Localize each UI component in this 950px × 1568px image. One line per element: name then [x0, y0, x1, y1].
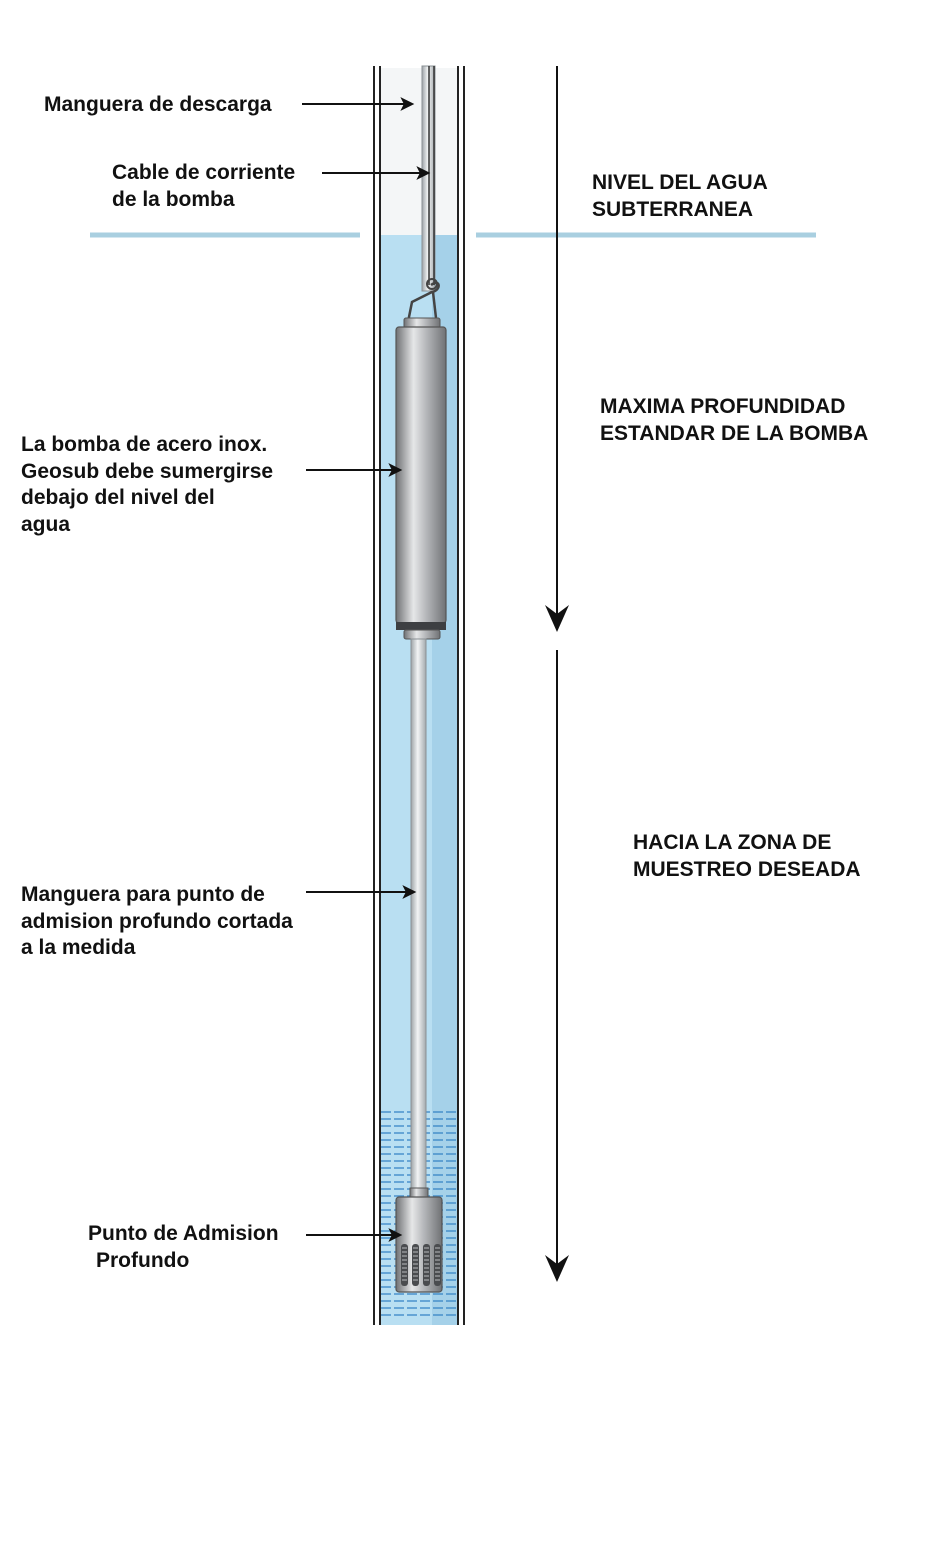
label-max-depth: MAXIMA PROFUNDIDAD ESTANDAR DE LA BOMBA — [600, 394, 868, 447]
label-line: a la medida — [21, 936, 136, 959]
label-line: de la bomba — [112, 187, 235, 211]
max-depth-arrow-head — [545, 605, 569, 632]
label-intake-hose: Manguera para punto de admision profundo… — [21, 882, 293, 962]
label-line: Manguera de descarga — [44, 93, 272, 116]
label-line: NIVEL DEL AGUA — [592, 171, 768, 194]
label-line: Profundo — [96, 1248, 190, 1272]
label-discharge-hose: Manguera de descarga — [44, 92, 272, 119]
label-pump: La bomba de acero inox. Geosub debe sume… — [21, 432, 273, 538]
pump-body — [395, 326, 447, 624]
sampling-zone-arrow-head — [545, 1255, 569, 1282]
label-line: debajo del nivel del — [21, 486, 215, 509]
cable-loop — [426, 278, 438, 290]
label-intake-point: Punto de Admision Profundo — [88, 1221, 279, 1274]
label-line: Cable de corriente — [112, 161, 296, 184]
cable-hanger — [406, 281, 440, 323]
label-line: admision profundo cortada — [21, 909, 293, 933]
label-line: Geosub debe sumergirse — [21, 459, 274, 483]
label-line: MAXIMA PROFUNDIDAD — [600, 395, 846, 418]
pump-bottom-ring — [396, 622, 446, 630]
label-line: Punto de Admision — [88, 1222, 279, 1245]
intake-slots — [401, 1244, 441, 1286]
casing-air — [381, 68, 458, 235]
label-power-cable: Cable de corriente de la bomba — [112, 160, 295, 213]
label-line: Manguera para punto de — [21, 883, 265, 906]
label-line: HACIA LA ZONA DE — [633, 831, 832, 854]
label-line: SUBTERRANEA — [592, 197, 754, 221]
label-sampling-zone: HACIA LA ZONA DE MUESTREO DESEADA — [633, 830, 861, 883]
label-line: MUESTREO DESEADA — [633, 857, 861, 881]
pump-bottom-cap — [403, 629, 441, 640]
label-line: ESTANDAR DE LA BOMBA — [600, 421, 869, 445]
label-line: agua — [21, 512, 71, 536]
label-line: La bomba de acero inox. — [21, 433, 268, 456]
intake-hose — [410, 638, 427, 1190]
cable-hanger-2 — [431, 291, 438, 319]
label-water-level: NIVEL DEL AGUA SUBTERRANEA — [592, 170, 768, 223]
